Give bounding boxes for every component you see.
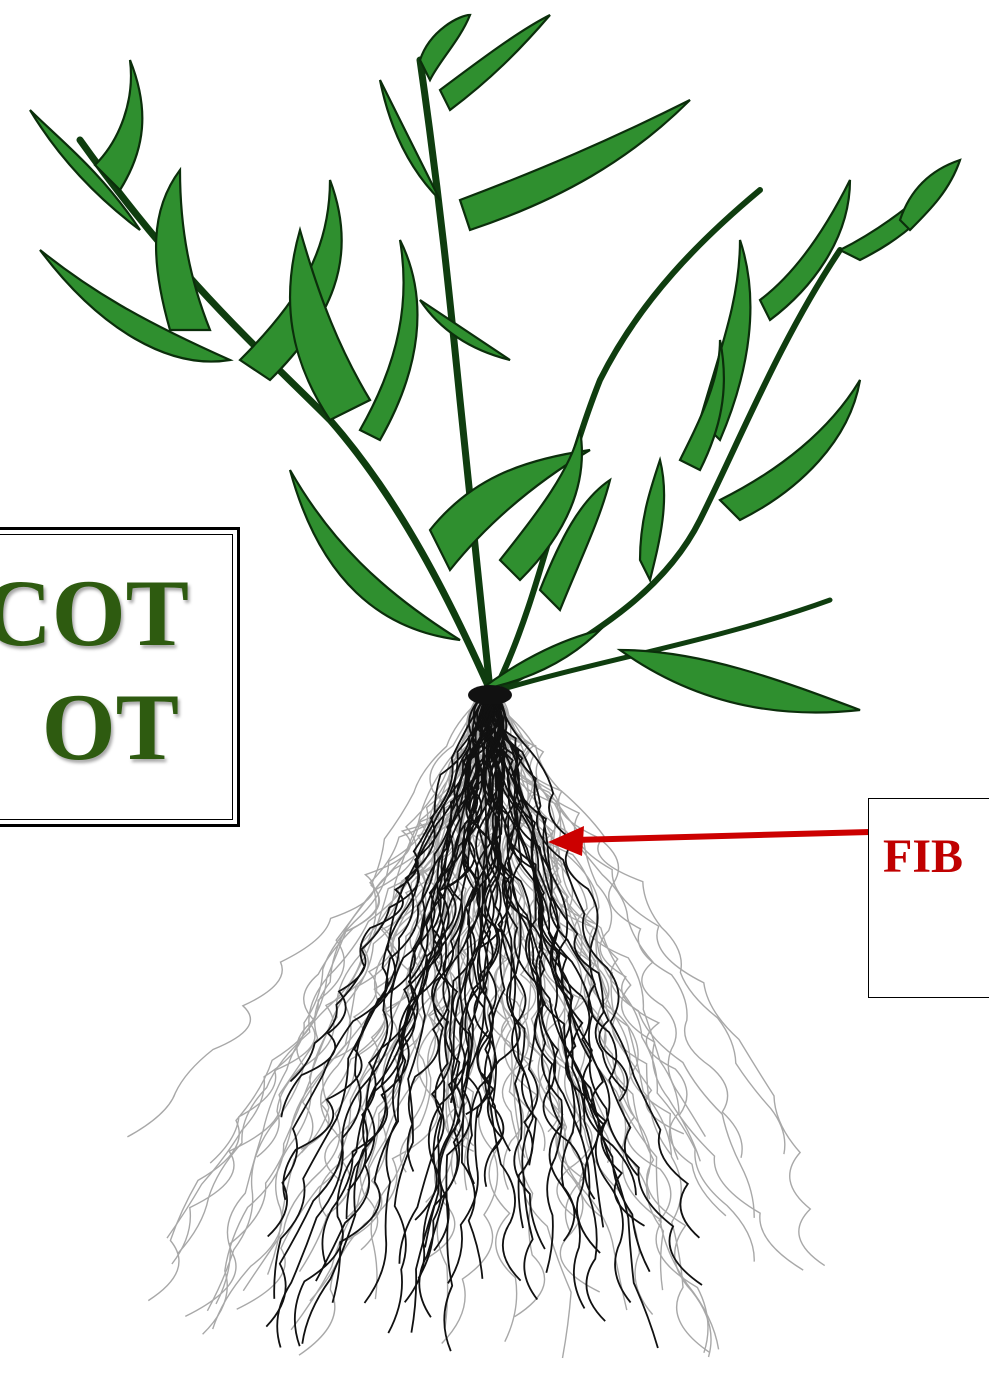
leaf: [290, 470, 460, 640]
fibrous-roots: [266, 698, 702, 1351]
leaf: [360, 240, 417, 440]
leaf: [95, 60, 142, 190]
title-box: COT OT: [0, 527, 240, 827]
root-crown: [468, 685, 512, 705]
leaf: [156, 170, 210, 330]
leaf: [420, 300, 510, 360]
root-strand: [243, 700, 500, 1291]
fibrous-root-label: FIB: [883, 829, 963, 884]
fibrous-root-label-box: FIB: [868, 798, 989, 998]
title-line-2: OT: [42, 680, 179, 775]
leaf: [620, 650, 860, 713]
pointer-arrow: [548, 826, 870, 856]
leaf: [900, 160, 960, 230]
leaf: [420, 15, 470, 80]
title-line-1: COT: [0, 566, 189, 661]
leaf: [720, 380, 860, 520]
leaf: [460, 100, 690, 230]
leaf: [640, 460, 664, 580]
